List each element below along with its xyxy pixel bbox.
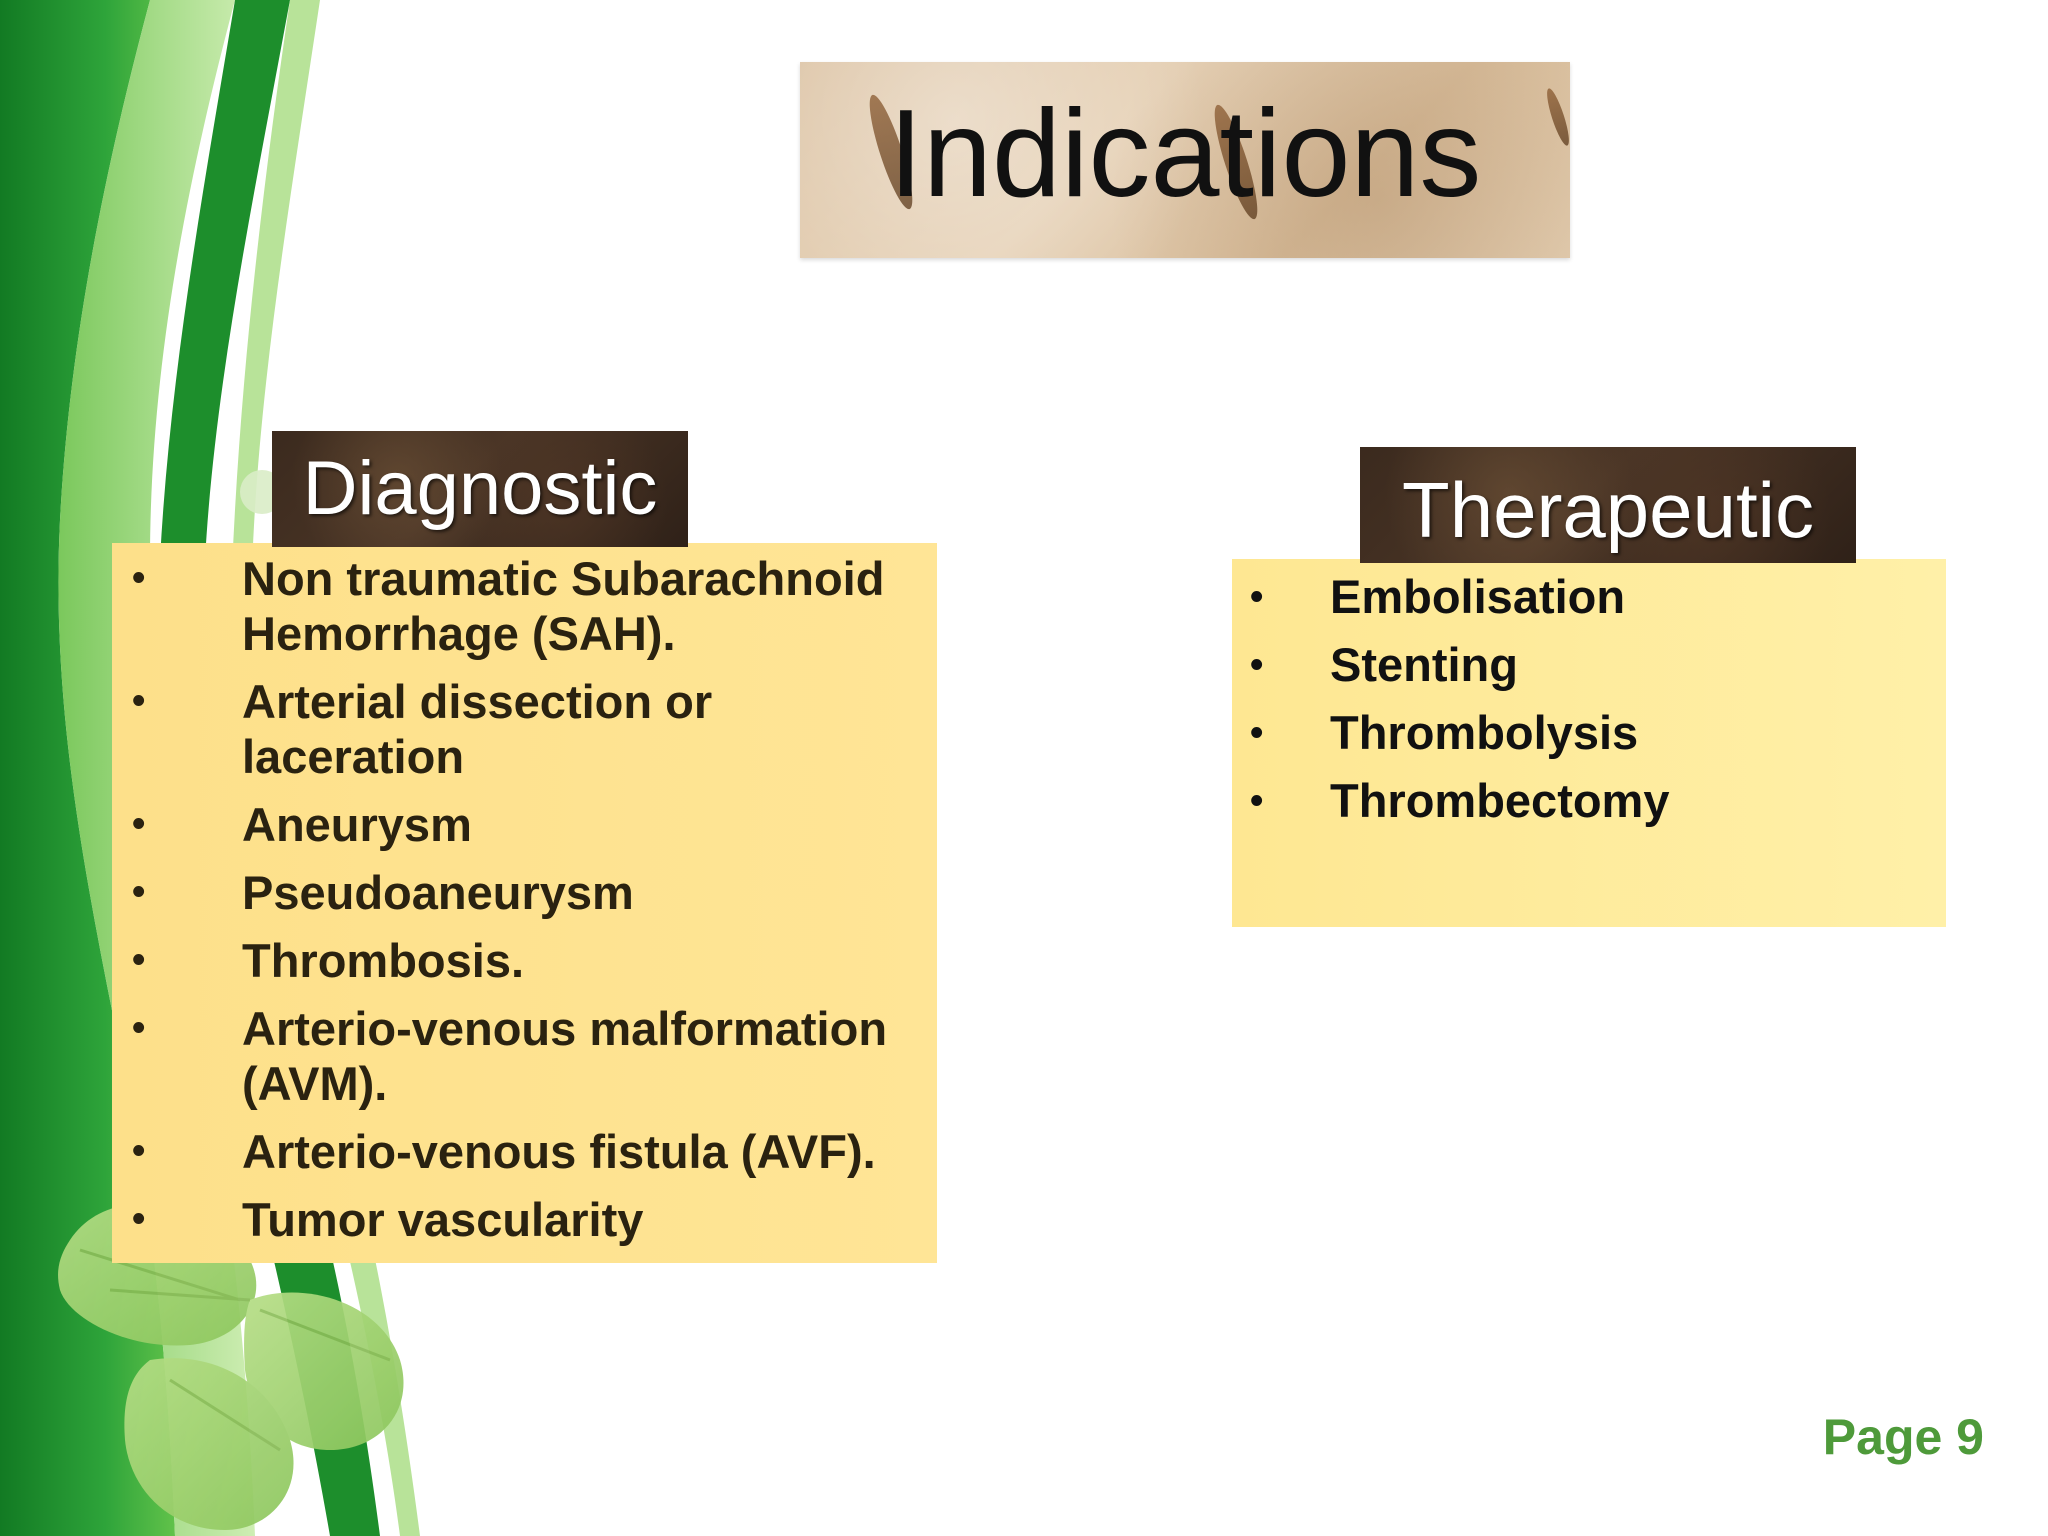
bullet: • xyxy=(132,1198,146,1240)
list-item: •Thrombectomy xyxy=(1250,774,1670,827)
list-item: •Pseudoaneurysm xyxy=(132,866,634,919)
bullet: • xyxy=(132,939,146,981)
list-item: •Thrombosis. xyxy=(132,934,525,987)
page-number: Page 9 xyxy=(1822,1409,1984,1465)
bullet: • xyxy=(132,680,146,722)
bullet: • xyxy=(132,803,146,845)
therapeutic-box: •Embolisation •Stenting •Thrombolysis •T… xyxy=(1232,559,1946,927)
bullet: • xyxy=(132,557,146,599)
bullet: • xyxy=(132,1130,146,1172)
bullet: • xyxy=(1250,780,1264,822)
therapeutic-list: •Embolisation •Stenting •Thrombolysis •T… xyxy=(1250,569,1940,841)
list-item: •Thrombolysis xyxy=(1250,706,1639,759)
bullet: • xyxy=(1250,576,1264,618)
list-item: •Tumor vascularity xyxy=(132,1193,644,1246)
slide-title: Indications xyxy=(888,85,1482,223)
list-item: •Stenting xyxy=(1250,638,1518,691)
diagnostic-box: •Non traumatic Subarachnoid Hemorrhage (… xyxy=(112,543,937,1263)
list-item: •Embolisation xyxy=(1250,570,1626,623)
list-item: •Arterial dissection or laceration xyxy=(132,675,713,783)
bullet: • xyxy=(132,871,146,913)
list-item: •Arterio-venous malformation (AVM). xyxy=(132,1002,888,1110)
list-item: •Non traumatic Subarachnoid Hemorrhage (… xyxy=(132,552,885,660)
bullet: • xyxy=(1250,644,1264,686)
title-banner: Indications xyxy=(800,62,1573,258)
diagnostic-heading: Diagnostic xyxy=(272,431,688,547)
bullet: • xyxy=(1250,712,1264,754)
therapeutic-heading: Therapeutic xyxy=(1360,447,1856,563)
list-item: •Aneurysm xyxy=(132,798,472,851)
list-item: •Arterio-venous fistula (AVF). xyxy=(132,1125,876,1178)
bullet: • xyxy=(132,1007,146,1049)
diagnostic-list: •Non traumatic Subarachnoid Hemorrhage (… xyxy=(132,551,932,1260)
